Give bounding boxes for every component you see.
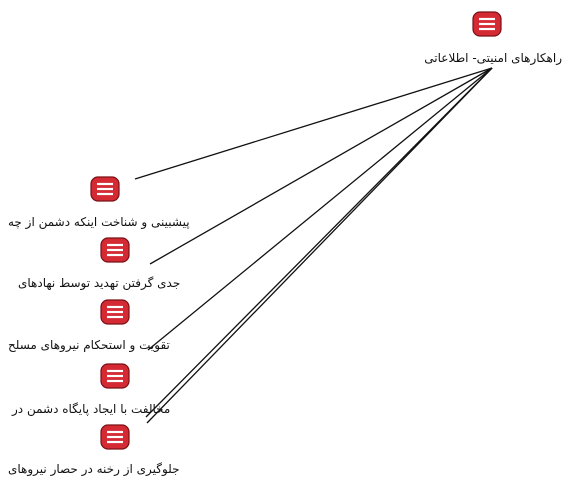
child-node-1-list-icon[interactable] xyxy=(89,175,121,203)
child-node-1-label[interactable]: پیشبینی و شناخت اینکه دشمن از چه xyxy=(8,215,190,229)
child-node-5-label[interactable]: جلوگیری از رخنه در حصار نیروهای xyxy=(8,462,180,476)
child-node-4-list-icon[interactable] xyxy=(99,362,131,390)
child-node-5-list-icon[interactable] xyxy=(99,423,131,451)
root-node-list-icon[interactable] xyxy=(471,10,503,38)
child-node-3-list-icon[interactable] xyxy=(99,298,131,326)
connector-line-4 xyxy=(145,67,493,418)
child-node-3-label[interactable]: تقویت و استحکام نیروهای مسلح xyxy=(8,338,170,352)
connector-line-3 xyxy=(147,67,493,351)
connector-line-1 xyxy=(134,67,493,180)
child-node-2-list-icon[interactable] xyxy=(99,236,131,264)
connector-line-5 xyxy=(146,67,493,424)
child-node-4-label[interactable]: مخالفت با ایجاد پایگاه دشمن در xyxy=(12,402,171,416)
connector-line-2 xyxy=(149,67,493,265)
root-node-label[interactable]: راهکارهای امنیتی- اطلاعاتی xyxy=(424,51,562,65)
child-node-2-label[interactable]: جدی گرفتن تهدید توسط نهادهای xyxy=(18,276,181,290)
